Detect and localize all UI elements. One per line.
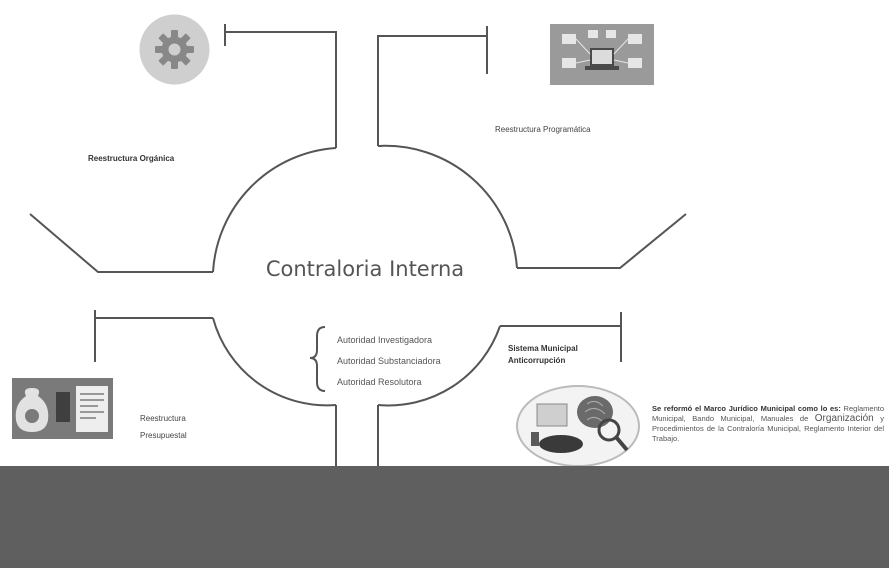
authority-item: Autoridad Substanciadora <box>337 356 441 366</box>
sistema-line2: Anticorrupción <box>508 356 566 365</box>
authority-item: Autoridad Investigadora <box>337 335 433 345</box>
reform-paragraph: Se reformó el Marco Jurídico Municipal c… <box>652 404 884 444</box>
network-laptop-icon <box>550 24 654 85</box>
footer-band <box>0 466 889 568</box>
center-title: Contraloria Interna <box>265 257 465 281</box>
label-reestructura-presupuestal: Reestructura Presupuestal <box>140 413 187 441</box>
label-presupuestal-line1: Reestructura <box>140 414 186 423</box>
gear-icon <box>138 13 211 86</box>
sistema-line1: Sistema Municipal <box>508 344 578 353</box>
authority-item: Autoridad Resolutora <box>337 377 422 387</box>
reform-text2: y Procedimientos de la Contraloría Munic… <box>652 414 884 443</box>
authorities-list: Autoridad Investigadora Autoridad Substa… <box>337 330 441 393</box>
reform-text1: Reglamento Municipal, Bando Municipal, M… <box>652 404 884 423</box>
label-reestructura-programatica: Reestructura Programática <box>495 125 591 134</box>
reform-lead: Se reformó el Marco Jurídico Municipal c… <box>652 404 841 413</box>
label-presupuestal-line2: Presupuestal <box>140 431 187 440</box>
label-reestructura-organica: Reestructura Orgánica <box>88 154 175 163</box>
sistema-municipal-label: Sistema Municipal Anticorrupción <box>508 343 578 367</box>
money-documents-icon <box>12 378 113 439</box>
reform-emphasis: Organización <box>814 413 874 424</box>
magnifier-fingerprint-icon <box>515 384 642 468</box>
